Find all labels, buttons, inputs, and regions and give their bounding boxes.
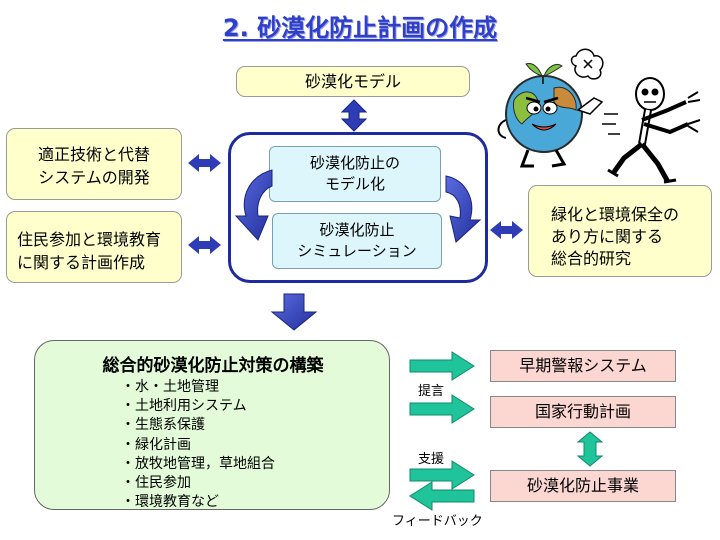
green-arrow-feedback (409, 481, 475, 511)
simulation-line1: 砂漠化防止 (319, 221, 395, 239)
page-title: 2. 砂漠化防止計画の作成 (222, 14, 498, 42)
greening-research-box: 緑化と環境保全の あり方に関する 総合的研究 (528, 185, 712, 277)
cycle-arrow-right (445, 175, 482, 243)
double-arrow-left-upper (188, 154, 221, 172)
green-arrow-support (409, 460, 475, 490)
green-arrow-to-plan (409, 394, 475, 424)
greening-line1: 緑化と環境保全の (551, 205, 680, 224)
earth-vs-desert-illustration (497, 48, 701, 184)
proposal-label: 提言 (418, 384, 445, 399)
measures-item: ・環境教育など (121, 494, 219, 511)
modeling-line1: 砂漠化防止の (309, 154, 400, 172)
anger-puff-icon (570, 48, 604, 80)
double-arrow-outputs (576, 431, 604, 467)
double-arrow-right (490, 221, 523, 239)
greening-line3: 総合的研究 (551, 249, 632, 268)
double-arrow-vertical-top (340, 99, 368, 132)
participation-box: 住民参加と環境教育 に関する計画作成 (6, 211, 182, 283)
green-arrow-to-warning (409, 351, 475, 381)
measures-item: ・土地利用システム (121, 398, 247, 415)
earth-character-icon (497, 63, 604, 168)
modeling-line2: モデル化 (324, 175, 385, 193)
participation-line2: に関する計画作成 (17, 253, 146, 272)
appropriate-tech-line2: システムの開発 (38, 168, 150, 187)
measures-box: 総合的砂漠化防止対策の構築 ・水・土地管理 ・土地利用システム ・生態系保護 ・… (34, 340, 390, 510)
project-box: 砂漠化防止事業 (490, 470, 676, 502)
feedback-label: フィードバック (392, 514, 483, 529)
desert-model-box: 砂漠化モデル (236, 66, 470, 97)
national-plan-box: 国家行動計画 (490, 396, 676, 428)
measures-title: 総合的砂漠化防止対策の構築 (102, 356, 324, 376)
double-arrow-left-lower (188, 236, 221, 254)
early-warning-box: 早期警報システム (490, 350, 676, 382)
participation-line1: 住民参加と環境教育 (17, 230, 162, 249)
modeling-box: 砂漠化防止の モデル化 (269, 146, 441, 202)
measures-item: ・生態系保護 (121, 417, 205, 434)
measures-item: ・放牧地管理，草地組合 (121, 455, 275, 472)
simulation-box: 砂漠化防止 シミュレーション (272, 213, 442, 269)
measures-list: ・水・土地管理 ・土地利用システム ・生態系保護 ・緑化計画 ・放牧地管理，草地… (121, 378, 275, 512)
support-label: 支援 (418, 452, 445, 467)
measures-item: ・緑化計画 (121, 436, 191, 453)
skeleton-desert-icon (602, 77, 701, 184)
simulation-line2: シミュレーション (297, 242, 417, 260)
appropriate-tech-line1: 適正技術と代替 (37, 145, 150, 164)
greening-line2: あり方に関する (551, 227, 664, 246)
cycle-arrow-left (234, 169, 273, 241)
appropriate-tech-box: 適正技術と代替 システムの開発 (6, 128, 182, 200)
measures-item: ・水・土地管理 (121, 379, 219, 395)
big-down-arrow (270, 293, 318, 331)
measures-item: ・住民参加 (121, 475, 191, 492)
desert-model-label: 砂漠化モデル (304, 72, 401, 91)
